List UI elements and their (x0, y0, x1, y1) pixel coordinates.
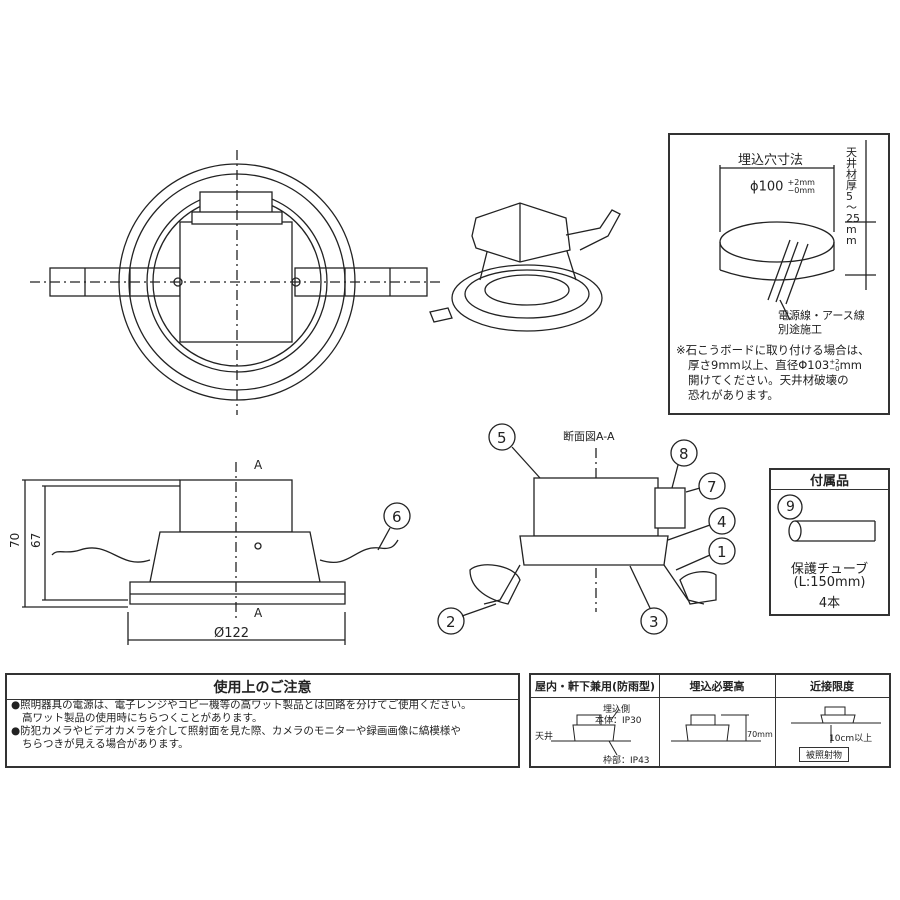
hole-dia: ϕ100 +2mm −0mm (750, 179, 815, 195)
hole-sketch (719, 140, 876, 321)
bullet-icon: ● (11, 699, 21, 711)
spec-box: 屋内・軒下兼用(防雨型) 埋込側 本体：IP30 天井 枠部：IP43 埋込必要… (529, 673, 891, 768)
perspective-view (429, 202, 621, 332)
ceiling-label: 天井 (535, 732, 554, 742)
gypsum-note-4: 恐れがあります。 (688, 388, 779, 402)
spec-col-3: 近接限度 10cm以上 被照射物 (775, 675, 889, 766)
dim-70: 70 (8, 533, 22, 548)
caution-body: ●照明器具の電源は、電子レンジやコピー機等の高ワット製品とは回路を分けてご使用く… (11, 699, 516, 751)
hole-dia-value: ϕ100 (750, 179, 784, 195)
top-view (30, 150, 440, 415)
section-mark-bottom: A (254, 606, 263, 620)
gypsum-tol-minus: −0 (829, 364, 840, 373)
section-title: 断面図A-A (563, 429, 615, 443)
spec-col-2-title: 埋込必要高 (659, 675, 775, 698)
spec-col-2: 埋込必要高 70mm (659, 675, 776, 766)
caution-box: 使用上のご注意 ●照明器具の電源は、電子レンジやコピー機等の高ワット製品とは回路… (5, 673, 520, 768)
spec-col-1: 屋内・軒下兼用(防雨型) 埋込側 本体：IP30 天井 枠部：IP43 (531, 675, 660, 766)
dim-width: Ø122 (214, 626, 249, 641)
callout-1-label: 1 (717, 543, 727, 561)
callout-8-label: 8 (679, 445, 689, 463)
gypsum-unit: mm (839, 358, 862, 372)
spec-sketches (551, 706, 881, 756)
callout-4-label: 4 (717, 513, 727, 531)
tube-sketch (777, 494, 876, 542)
frame-ip: 枠部：IP43 (603, 756, 650, 766)
gypsum-note-3: 開けてください。天井材破壊の (688, 373, 849, 387)
accessory-title: 付属品 (771, 470, 888, 490)
spec-col-1-title: 屋内・軒下兼用(防雨型) (531, 675, 659, 698)
wire-note-2: 別途施工 (778, 323, 822, 336)
hole-tol-minus: −0mm (787, 186, 815, 195)
accessory-length: (L:150mm) (793, 575, 866, 590)
callout-2-label: 2 (446, 613, 456, 631)
callout-7-label: 7 (707, 478, 717, 496)
accessory-qty: 4本 (818, 596, 841, 611)
accessory-name: 保護チューブ (790, 562, 869, 577)
spec-col-3-title: 近接限度 (775, 675, 889, 698)
caution-item-1b: 高ワット製品の使用時にちらつくことがあります。 (22, 712, 263, 724)
gypsum-note-2-text: 厚さ9mm以上、直径Φ103 (688, 358, 830, 372)
wire-note-1: 電源線・アース線 (778, 309, 865, 322)
gypsum-tol-plus: +2 (829, 357, 840, 366)
gypsum-note-1: ※石こうボードに取り付ける場合は、 (676, 343, 870, 357)
callout-6-label: 6 (392, 508, 402, 526)
section-mark-top: A (254, 458, 263, 472)
distance-label: 10cm以上 (829, 734, 873, 744)
callout-5-label: 5 (497, 429, 507, 447)
bullet-icon: ● (11, 725, 21, 737)
install-box: 埋込穴寸法 ϕ100 +2mm −0mm 天井材厚5～25mm 電源線・アース線… (668, 133, 890, 415)
target-label: 被照射物 (799, 747, 850, 762)
embed-height: 70mm (747, 730, 773, 739)
dim-67: 67 (29, 533, 43, 548)
hole-tol-plus: +2mm (787, 178, 815, 187)
callout-3-label: 3 (649, 613, 659, 631)
hole-title: 埋込穴寸法 (738, 153, 804, 168)
side-view (22, 462, 411, 645)
section-view (437, 423, 736, 635)
caution-title: 使用上のご注意 (7, 675, 518, 700)
body-ip: 本体：IP30 (595, 716, 642, 726)
embed-side: 埋込側 (603, 705, 631, 715)
accessory-box: 付属品 9 保護チューブ (L:150mm) 4本 (769, 468, 890, 616)
caution-item-1: ●照明器具の電源は、電子レンジやコピー機等の高ワット製品とは回路を分けてご使用く… (11, 699, 472, 711)
accessory-callout: 9 (786, 499, 795, 515)
caution-item-2: ●防犯カメラやビデオカメラを介して照射面を見た際、カメラのモニターや録画画像に縞… (11, 725, 461, 737)
ceiling-thickness: 天井材厚5～25mm (846, 146, 860, 247)
caution-item-2b: ちらつきが見える場合があります。 (22, 738, 189, 750)
